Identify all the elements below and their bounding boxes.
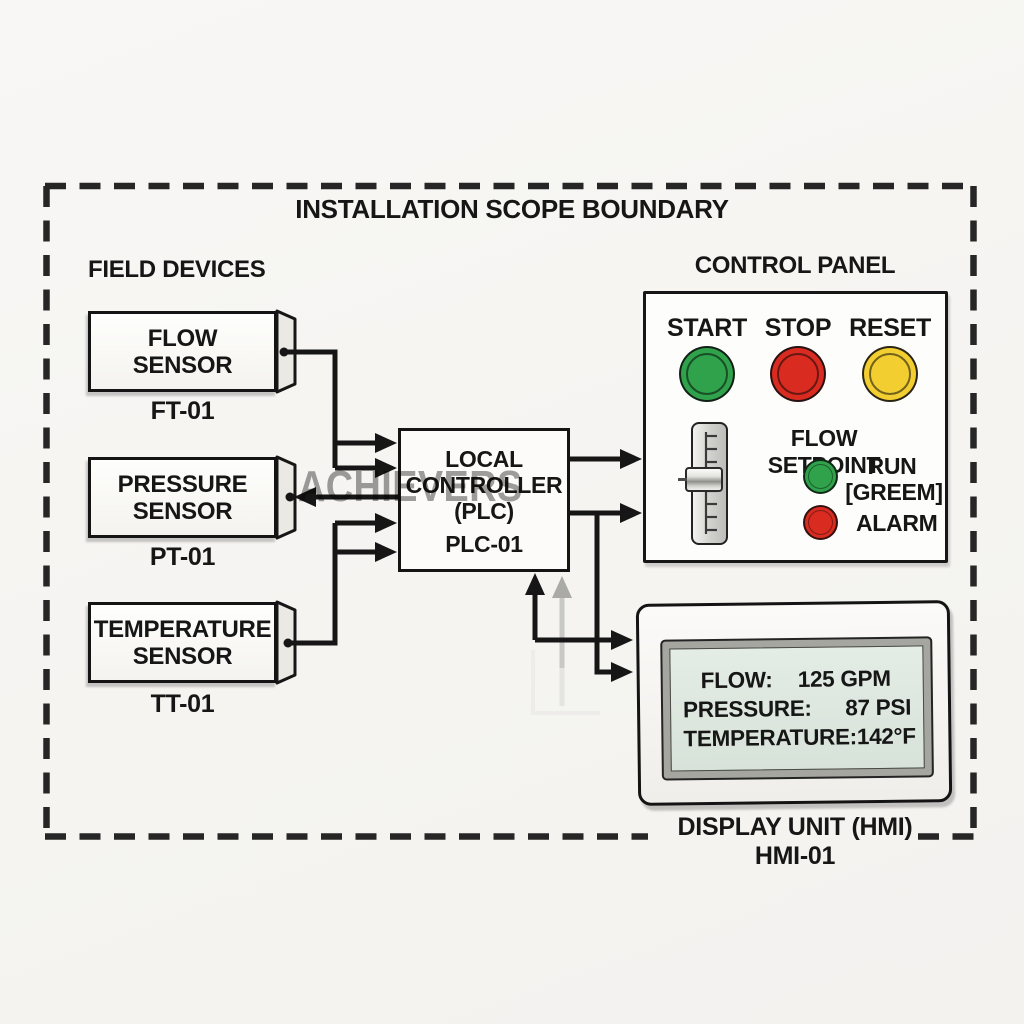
control-panel-box: START STOP RESET FLOW SETPOINT RUN [GREE… (643, 291, 948, 563)
hmi-screen: FLOW: 125 GPM PRESSURE: 87 PSI TEMPERATU… (669, 645, 925, 772)
hmi-pressure-label: PRESSURE: (682, 695, 812, 723)
hmi-caption: DISPLAY UNIT (HMI) (677, 813, 913, 841)
plc-controller-box: LOCAL CONTROLLER (PLC) PLC-01 (398, 428, 570, 572)
pressure-sensor-label-line2: SENSOR (132, 497, 233, 525)
reset-button-label: RESET (849, 314, 931, 342)
temperature-sensor-tag: TT-01 (150, 690, 215, 718)
run-indicator-sublabel: [GREEM] (845, 479, 943, 505)
connection-dots (279, 347, 295, 648)
flow-sensor-label-line2: SENSOR (132, 351, 233, 379)
hmi-tag: HMI-01 (754, 842, 836, 870)
plc-label-line2: CONTROLLER (405, 472, 563, 498)
hmi-screen-frame: FLOW: 125 GPM PRESSURE: 87 PSI TEMPERATU… (660, 636, 934, 781)
flow-sensor-label-line1: FLOW (147, 324, 218, 352)
plc-tag: PLC-01 (445, 531, 523, 557)
hmi-temperature-value: 142°F (856, 723, 916, 750)
stop-button-label: STOP (764, 314, 832, 342)
signal-arrowheads (294, 433, 642, 682)
start-button[interactable] (679, 346, 735, 402)
pressure-sensor-tag: PT-01 (149, 543, 216, 571)
stop-button[interactable] (770, 346, 826, 402)
hmi-flow-label: FLOW: (700, 667, 773, 694)
start-button-label: START (667, 314, 747, 342)
ghost-artifact-lines (531, 598, 600, 715)
hmi-to-plc-ghost-arrowhead (552, 576, 572, 598)
temperature-sensor-box: TEMPERATURE SENSOR (88, 602, 277, 683)
plc-label-line3: (PLC) (454, 498, 514, 524)
hmi-pressure-value: 87 PSI (845, 694, 912, 721)
boundary-title: INSTALLATION SCOPE BOUNDARY (295, 194, 729, 224)
hmi-display-unit: FLOW: 125 GPM PRESSURE: 87 PSI TEMPERATU… (635, 600, 953, 806)
run-indicator-label: RUN (867, 453, 917, 479)
achievers-watermark: ACHIEVERS (298, 462, 523, 511)
flow-sensor-box: FLOW SENSOR (88, 311, 277, 392)
field-devices-heading: FIELD DEVICES (88, 256, 266, 283)
temperature-sensor-label-line1: TEMPERATURE (93, 615, 272, 643)
pressure-sensor-box: PRESSURE SENSOR (88, 457, 277, 538)
alarm-indicator-label: ALARM (856, 510, 938, 536)
hmi-flow-value: 125 GPM (797, 665, 891, 692)
control-panel-heading: CONTROL PANEL (694, 252, 896, 279)
run-indicator-light (803, 459, 838, 494)
flow-sensor-tag: FT-01 (150, 397, 215, 425)
signal-lines (284, 349, 622, 675)
flow-setpoint-slider-handle[interactable] (678, 467, 723, 492)
scope-boundary-dashed-border (43, 182, 977, 840)
plc-label-line1: LOCAL (445, 446, 523, 472)
alarm-indicator-light (803, 505, 838, 540)
reset-button[interactable] (862, 346, 918, 402)
pressure-sensor-label-line1: PRESSURE (117, 470, 248, 498)
temperature-sensor-label-line2: SENSOR (132, 642, 233, 670)
hmi-temperature-label: TEMPERATURE: (683, 724, 858, 752)
